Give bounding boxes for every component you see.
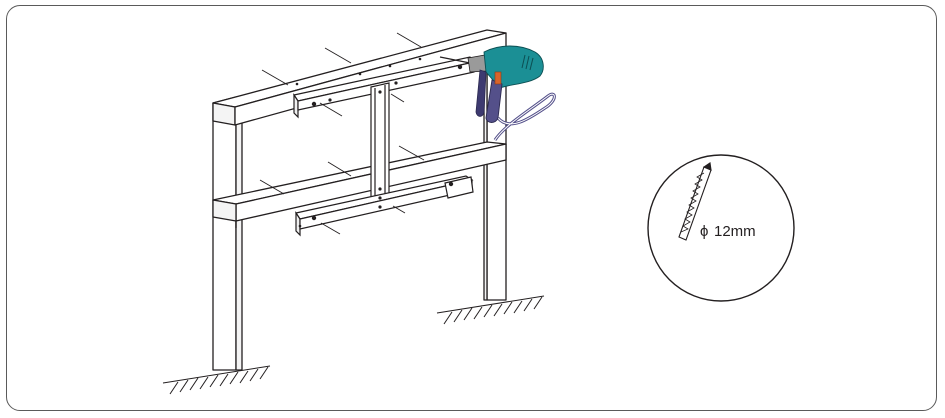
masonry-bit-icon [678,162,712,241]
mounting-bracket [293,56,476,237]
vertical-strap [370,82,390,209]
bit-diameter-symbol: ϕ [700,223,708,240]
bit-size-label: 12mm [714,223,756,240]
drill-bit-callout: ϕ 12mm [647,154,795,302]
left-post [212,95,243,371]
figure-border [6,5,937,411]
drill-trigger [494,71,502,85]
floor-left [162,365,271,395]
floor-right [436,295,545,325]
power-drill-icon [439,45,556,141]
drill-bit [439,56,471,64]
drill-handle [485,79,503,123]
bracket-holes [295,57,463,228]
hatch-lines [259,32,425,235]
callout-circle [647,154,795,302]
top-beam [212,29,507,126]
